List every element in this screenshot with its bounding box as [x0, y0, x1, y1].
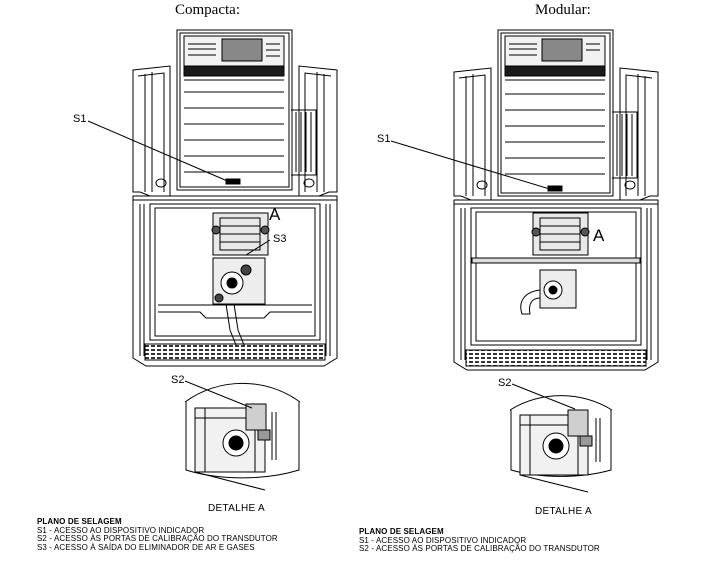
modular-base-cabinet	[453, 199, 659, 371]
compacta-internal-meter	[211, 212, 270, 346]
compacta-legend-item-s2: S2 - ACESSO ÀS PORTAS DE CALIBRAÇÃO DO T…	[37, 534, 278, 543]
modular-internal-meter	[520, 212, 590, 315]
compacta-base-cabinet	[132, 195, 338, 367]
modular-title: Modular:	[535, 2, 591, 18]
compacta-detail-label: DETALHE A	[208, 503, 265, 514]
compacta-side-columns	[132, 65, 338, 197]
leader-lines	[87, 120, 576, 410]
compacta-legend-title: PLANO DE SELAGEM	[37, 517, 122, 526]
compacta-callout-s2: S2	[171, 374, 185, 386]
compacta-title: Compacta:	[175, 2, 240, 18]
compacta-legend-item-s3: S3 - ACESSO À SAÍDA DO ELIMINADOR DE AR …	[37, 542, 255, 552]
modular-callout-a: A	[593, 226, 605, 245]
compacta-callout-a: A	[269, 205, 281, 224]
modular-legend: PLANO DE SELAGEM S1 - ACESSO AO DISPOSIT…	[359, 527, 600, 554]
modular-legend-item-s1: S1 - ACESSO AO DISPOSITIVO INDICADOR	[359, 535, 527, 545]
compacta-dispenser	[132, 29, 338, 367]
compacta-legend-item-s1: S1 - ACESSO AO DISPOSITIVO INDICADOR	[37, 525, 205, 535]
modular-callout-s1: S1	[377, 133, 391, 145]
modular-callout-s2: S2	[498, 377, 512, 389]
modular-detail-a	[509, 395, 613, 493]
modular-display-head	[497, 29, 614, 197]
compacta-callout-s1: S1	[73, 113, 87, 125]
modular-legend-item-s2: S2 - ACESSO ÀS PORTAS DE CALIBRAÇÃO DO T…	[359, 544, 600, 553]
compacta-display-head	[176, 29, 293, 191]
modular-detail-label: DETALHE A	[535, 506, 592, 517]
compacta-legend: PLANO DE SELAGEM S1 - ACESSO AO DISPOSIT…	[37, 517, 278, 552]
modular-legend-title: PLANO DE SELAGEM	[359, 527, 444, 536]
modular-side-columns	[453, 67, 659, 201]
compacta-detail-a	[184, 382, 301, 491]
modular-dispenser	[453, 29, 659, 371]
compacta-callout-s3: S3	[273, 233, 287, 245]
